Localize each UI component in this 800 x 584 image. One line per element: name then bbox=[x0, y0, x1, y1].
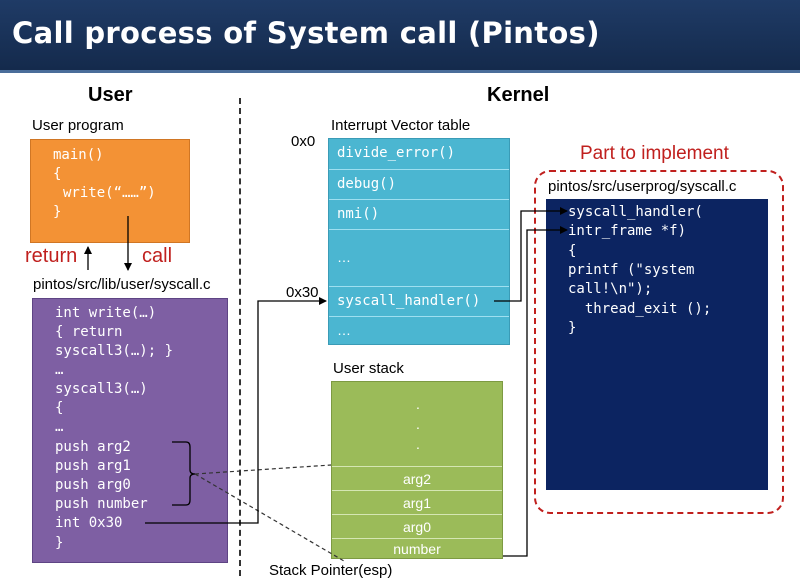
code-line: syscall3(…); } bbox=[55, 343, 174, 359]
code-line: main() bbox=[53, 147, 104, 163]
ivt-entry-syscall: syscall_handler() bbox=[329, 287, 509, 317]
kernel-header: Kernel bbox=[487, 84, 550, 106]
ivt-table: divide_error() debug() nmi() … syscall_h… bbox=[328, 138, 510, 345]
syscall-lib-box: int write(…) { return syscall3(…); } … s… bbox=[32, 298, 228, 563]
code-line: int write(…) bbox=[55, 305, 157, 321]
ivt-to-handler-arrow bbox=[494, 207, 568, 302]
code-line: } bbox=[55, 535, 64, 551]
code-line: printf ("system bbox=[568, 262, 695, 278]
syscall-handler-code: syscall_handler( intr_frame *f) { printf… bbox=[546, 199, 768, 490]
stack-entry: arg1 bbox=[332, 490, 502, 514]
push-brace bbox=[172, 441, 196, 506]
code-line: push arg0 bbox=[55, 477, 131, 493]
brace-to-stack-line bbox=[194, 464, 332, 475]
code-line: … bbox=[55, 362, 64, 378]
stack-dot: . bbox=[416, 416, 420, 432]
ivt-entry: nmi() bbox=[329, 200, 509, 230]
stack-entry: arg0 bbox=[332, 514, 502, 538]
code-line: int 0x30 bbox=[55, 515, 123, 531]
stack-entry-number: number bbox=[332, 538, 502, 559]
code-line: push arg2 bbox=[55, 439, 131, 455]
ivt-entry: debug() bbox=[329, 170, 509, 200]
ivt-addr-30: 0x30 bbox=[286, 284, 319, 301]
code-line: push arg1 bbox=[55, 458, 131, 474]
code-line: { bbox=[55, 400, 64, 416]
user-program-box: main() { write(“……”) } bbox=[30, 139, 190, 243]
title-bar: Call process of System call (Pintos) bbox=[0, 0, 800, 73]
code-line: write(“……”) bbox=[63, 185, 156, 201]
user-stack: . . . arg2 arg1 arg0 number bbox=[331, 381, 503, 559]
ivt-entry: … bbox=[329, 230, 509, 287]
user-stack-label: User stack bbox=[333, 360, 404, 377]
stack-to-frame-arrow bbox=[503, 226, 568, 557]
implement-label: Part to implement bbox=[580, 143, 729, 164]
ivt-entry: … bbox=[337, 322, 351, 338]
int30-arrow bbox=[145, 297, 327, 524]
code-line: { return bbox=[55, 324, 123, 340]
ivt-label: Interrupt Vector table bbox=[331, 117, 471, 134]
code-line: intr_frame *f) bbox=[568, 223, 687, 239]
ivt-addr-0: 0x0 bbox=[291, 133, 316, 150]
code-line: } bbox=[53, 204, 62, 220]
code-line: push number bbox=[55, 496, 148, 512]
user-program-label: User program bbox=[32, 117, 124, 134]
code-line: { bbox=[568, 243, 577, 259]
return-label: return bbox=[25, 245, 78, 267]
code-line: syscall_handler( bbox=[568, 204, 703, 220]
syscall-lib-label: pintos/src/lib/user/syscall.c bbox=[33, 276, 211, 293]
code-line: { bbox=[53, 166, 62, 182]
code-line: } bbox=[568, 320, 577, 336]
code-line: thread_exit (); bbox=[568, 301, 712, 317]
code-line: … bbox=[55, 419, 64, 435]
esp-label: Stack Pointer(esp) bbox=[269, 562, 393, 579]
call-label: call bbox=[142, 245, 173, 267]
stack-entry: arg2 bbox=[332, 466, 502, 490]
page-title: Call process of System call (Pintos) bbox=[12, 16, 600, 50]
ivt-entry: divide_error() bbox=[329, 139, 509, 170]
code-line: call!\n"); bbox=[568, 281, 653, 297]
brace-to-esp-line bbox=[194, 473, 345, 562]
implement-region bbox=[534, 170, 784, 514]
stack-dot: . bbox=[416, 396, 420, 412]
implement-file-label: pintos/src/userprog/syscall.c bbox=[548, 178, 737, 195]
user-header: User bbox=[88, 84, 133, 106]
user-kernel-divider bbox=[239, 98, 241, 576]
stack-dot: . bbox=[416, 436, 420, 452]
code-line: syscall3(…) bbox=[55, 381, 148, 397]
